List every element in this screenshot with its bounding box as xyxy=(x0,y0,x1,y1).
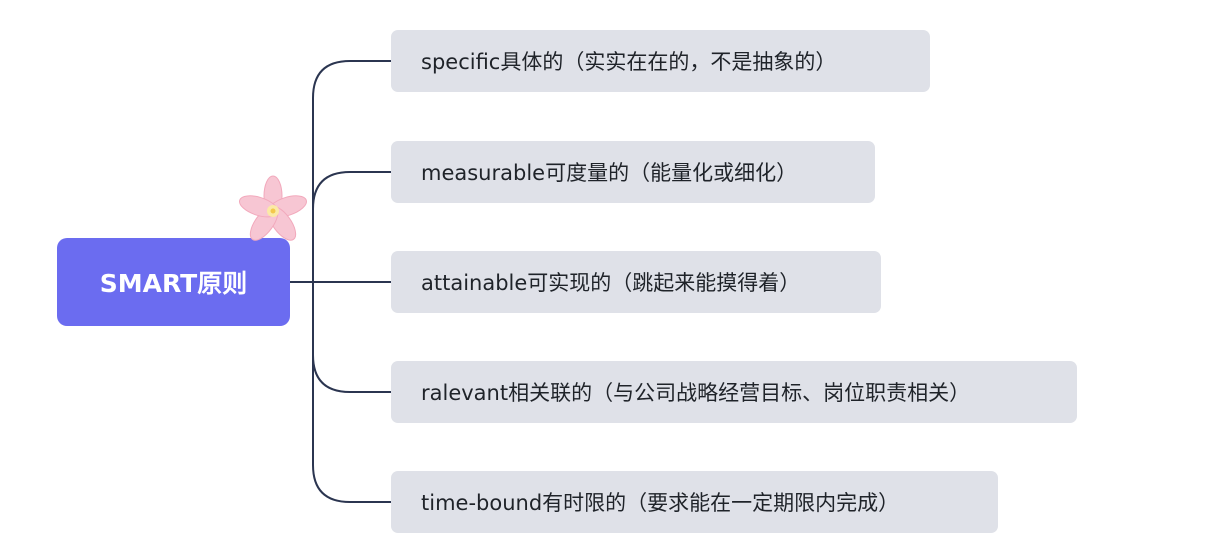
connector-branch-4 xyxy=(312,282,391,393)
branch-node-measurable[interactable]: measurable可度量的（能量化或细化） xyxy=(391,141,875,203)
connector-branch-2 xyxy=(312,171,391,282)
branch-label: ralevant相关联的（与公司战略经营目标、岗位职责相关） xyxy=(421,381,971,405)
root-node-label: SMART原则 xyxy=(99,269,248,298)
connector-branch-5 xyxy=(312,282,391,503)
flower-icon xyxy=(239,175,307,241)
branch-node-relevant[interactable]: ralevant相关联的（与公司战略经营目标、岗位职责相关） xyxy=(391,361,1077,423)
branch-label: specific具体的（实实在在的，不是抽象的） xyxy=(421,50,837,74)
branch-label: attainable可实现的（跳起来能摸得着） xyxy=(421,271,801,295)
branch-label: time-bound有时限的（要求能在一定期限内完成） xyxy=(421,491,900,515)
branch-node-specific[interactable]: specific具体的（实实在在的，不是抽象的） xyxy=(391,30,930,92)
branch-label: measurable可度量的（能量化或细化） xyxy=(421,161,798,185)
connector-branch-1 xyxy=(312,60,391,282)
branch-node-time-bound[interactable]: time-bound有时限的（要求能在一定期限内完成） xyxy=(391,471,998,533)
root-node[interactable]: SMART原则 xyxy=(57,238,290,326)
branch-node-attainable[interactable]: attainable可实现的（跳起来能摸得着） xyxy=(391,251,881,313)
